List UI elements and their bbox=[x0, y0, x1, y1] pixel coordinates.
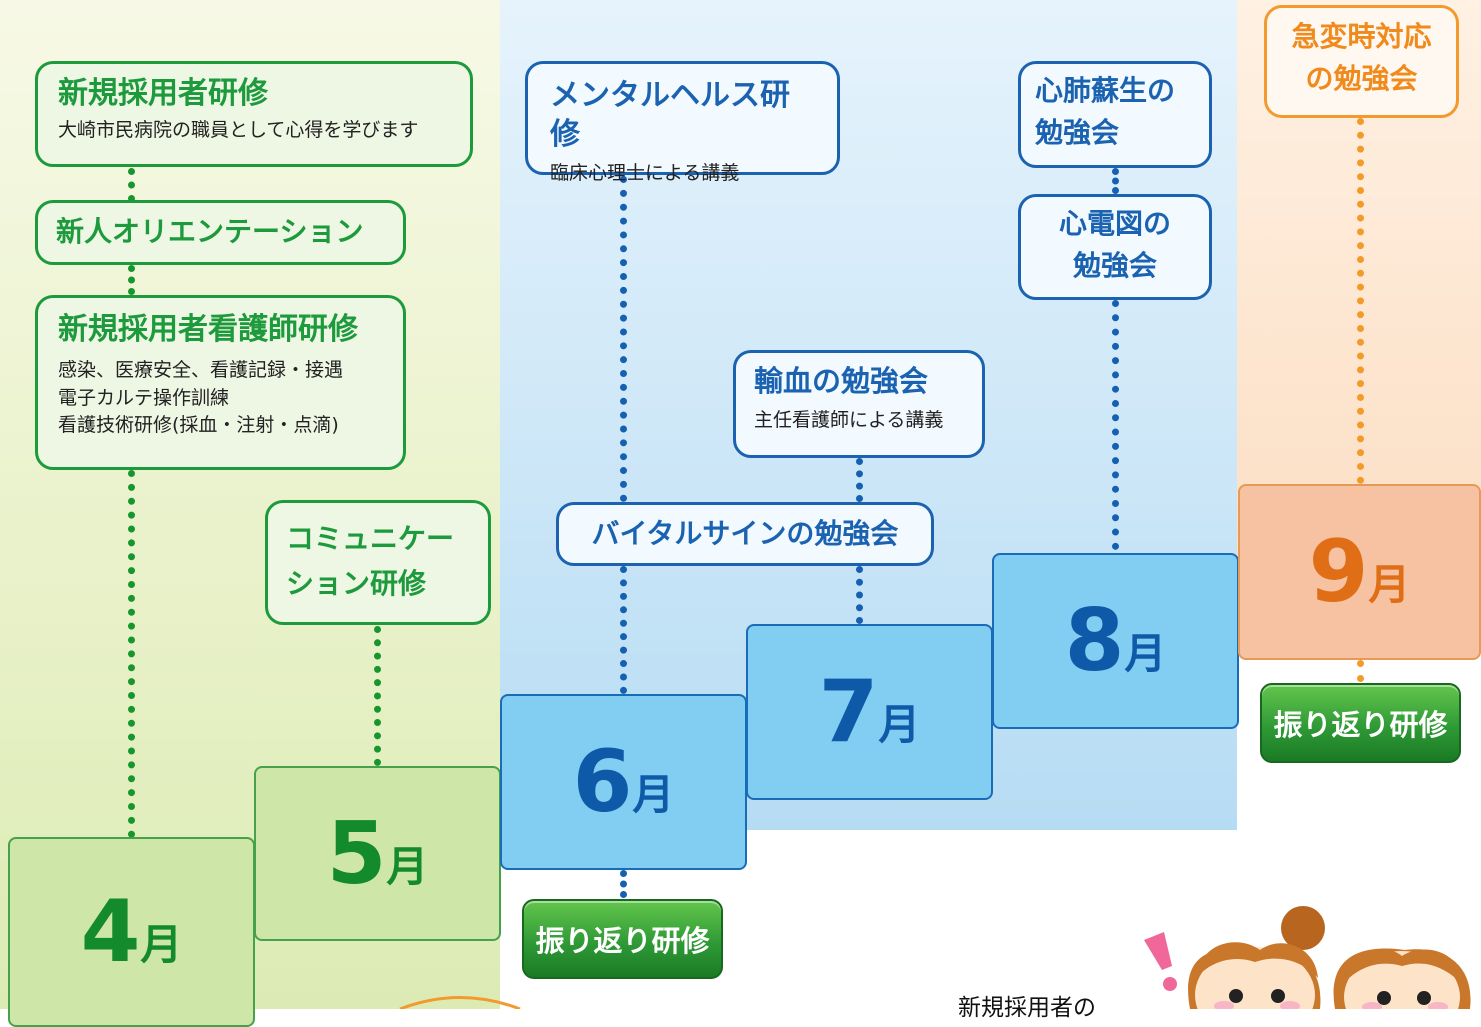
transfusion-study-desc: 主任看護師による講義 bbox=[754, 408, 944, 431]
connector-dots bbox=[856, 458, 863, 502]
orientation-title: 新人オリエンテーション bbox=[56, 215, 364, 249]
transfusion-study-title: 輸血の勉強会 bbox=[754, 364, 929, 398]
orientation-card: 新人オリエンテーション bbox=[35, 200, 406, 265]
month-unit: 月 bbox=[632, 770, 675, 819]
orange-ellipse-partial bbox=[399, 996, 521, 1009]
month-unit: 月 bbox=[386, 841, 429, 891]
month-number: 5 bbox=[326, 803, 387, 904]
vital-signs-study-card: バイタルサインの勉強会 bbox=[556, 502, 934, 566]
connector-dots bbox=[620, 566, 627, 694]
review-training-button-september[interactable]: 振り返り研修 bbox=[1260, 683, 1461, 763]
month-unit: 月 bbox=[878, 700, 921, 749]
transfusion-study-card: 輸血の勉強会 主任看護師による講義 bbox=[733, 350, 985, 458]
connector-dots bbox=[620, 870, 627, 898]
nurse-training-line: 看護技術研修(採血・注射・点滴) bbox=[58, 414, 339, 437]
communication-training-line: コミュニケー bbox=[286, 522, 455, 555]
new-hire-training-desc: 大崎市民病院の職員として心得を学びます bbox=[58, 119, 419, 141]
connector-dots bbox=[856, 566, 863, 624]
new-hire-training-title: 新規採用者研修 bbox=[58, 76, 268, 111]
cpr-study-line: 心肺蘇生の bbox=[1035, 74, 1176, 107]
nurse-training-line: 感染、医療安全、看護記録・接遇 bbox=[58, 359, 344, 381]
nurse-training-line: 電子カルテ操作訓練 bbox=[58, 386, 230, 409]
month-number: 7 bbox=[818, 662, 879, 762]
emergency-response-study-line: の勉強会 bbox=[1305, 62, 1418, 95]
month-number: 6 bbox=[572, 732, 633, 832]
ecg-study-card: 心電図の 勉強会 bbox=[1018, 194, 1212, 300]
month-unit: 月 bbox=[1124, 629, 1167, 678]
connector-dots bbox=[620, 176, 627, 502]
month-number: 8 bbox=[1064, 591, 1125, 691]
mental-health-training-title: メンタルヘルス研修 bbox=[550, 78, 790, 152]
nurse-training-card: 新規採用者看護師研修 感染、医療安全、看護記録・接遇 電子カルテ操作訓練 看護技… bbox=[35, 295, 406, 470]
connector-dots bbox=[128, 265, 135, 295]
mental-health-training-desc: 臨床心理士による講義 bbox=[550, 162, 740, 184]
communication-training-card: コミュニケー ション研修 bbox=[265, 500, 491, 625]
connector-dots bbox=[1112, 300, 1119, 550]
mental-health-training-card: メンタルヘルス研修 臨床心理士による講義 bbox=[525, 61, 840, 184]
month-number: 4 bbox=[80, 882, 141, 982]
communication-training-line: ション研修 bbox=[286, 566, 427, 600]
nurse-training-title: 新規採用者看護師研修 bbox=[58, 312, 358, 347]
new-hire-note: 新規採用者の bbox=[958, 995, 1096, 1021]
connector-dots bbox=[1357, 660, 1364, 682]
emergency-response-study-card: 急変時対応 の勉強会 bbox=[1264, 5, 1459, 118]
connector-dots bbox=[128, 168, 135, 202]
new-hire-training-card: 新規採用者研修 大崎市民病院の職員として心得を学びます bbox=[35, 61, 473, 167]
month-number: 9 bbox=[1308, 522, 1369, 622]
emergency-response-study-line: 急変時対応 bbox=[1291, 20, 1432, 53]
connector-dots bbox=[1357, 118, 1364, 484]
two-nurses-illustration bbox=[1144, 906, 1471, 1009]
connector-dots bbox=[128, 470, 135, 838]
vital-signs-study-title: バイタルサインの勉強会 bbox=[591, 516, 899, 550]
ecg-study-line: 勉強会 bbox=[1072, 249, 1157, 282]
connector-dots bbox=[1112, 168, 1119, 194]
month-unit: 月 bbox=[140, 920, 183, 969]
connector-dots bbox=[374, 626, 381, 766]
cpr-study-card: 心肺蘇生の 勉強会 bbox=[1018, 61, 1212, 168]
review-training-button-june[interactable]: 振り返り研修 bbox=[522, 899, 723, 979]
month-unit: 月 bbox=[1368, 560, 1411, 609]
ecg-study-line: 心電図の bbox=[1058, 207, 1171, 240]
cpr-study-line: 勉強会 bbox=[1035, 116, 1120, 149]
